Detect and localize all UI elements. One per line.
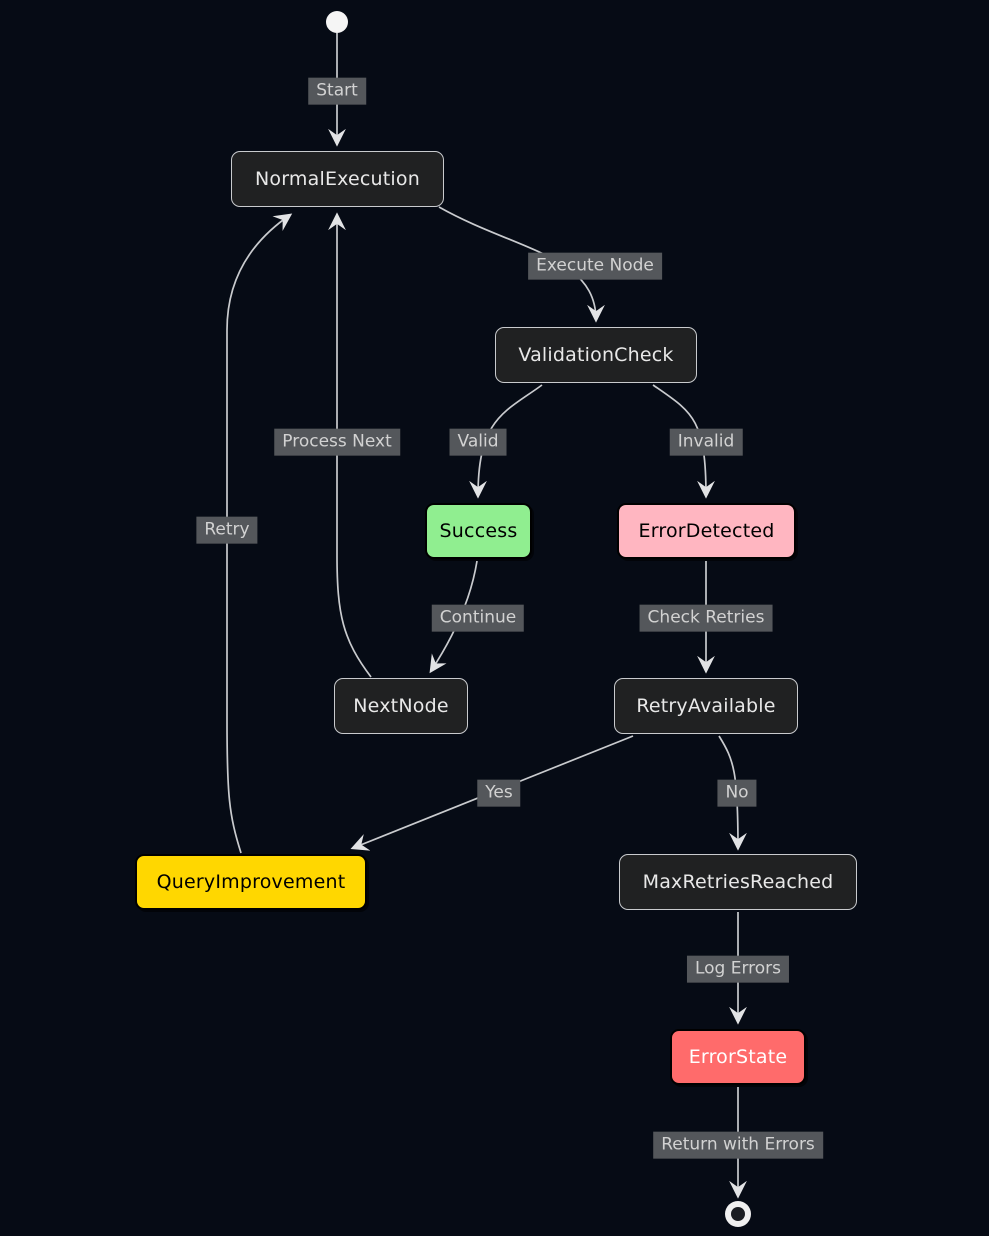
node-validation-check-label: ValidationCheck (518, 344, 674, 366)
edge-label-log-errors: Log Errors (686, 955, 790, 983)
node-query-improvement-label: QueryImprovement (156, 871, 346, 893)
edge-label-no: No (717, 779, 757, 807)
node-error-state: ErrorState (670, 1029, 806, 1085)
edge-retryavailable-to-maxretriesreached (718, 735, 747, 851)
node-validation-check: ValidationCheck (495, 327, 697, 383)
node-query-improvement: QueryImprovement (135, 854, 367, 910)
node-max-retries-reached-label: MaxRetriesReached (642, 871, 834, 893)
node-normal-execution: NormalExecution (231, 151, 444, 207)
node-error-state-label: ErrorState (688, 1046, 788, 1068)
node-error-detected-label: ErrorDetected (638, 520, 775, 542)
edge-label-execute-node: Execute Node (528, 252, 662, 280)
edge-label-return-with-errors: Return with Errors (653, 1131, 823, 1159)
node-next-node: NextNode (334, 678, 468, 734)
edge-label-process-next: Process Next (274, 428, 400, 456)
edge-label-yes: Yes (477, 779, 521, 807)
node-success-label: Success (439, 520, 518, 542)
final-state-double-circle (725, 1201, 751, 1227)
edge-validationcheck-to-errordetected (652, 384, 715, 499)
node-retry-available: RetryAvailable (614, 678, 798, 734)
edge-label-continue: Continue (431, 604, 525, 632)
node-retry-available-label: RetryAvailable (636, 695, 776, 717)
edge-nextnode-to-normalexecution (328, 212, 372, 678)
edge-label-valid: Valid (449, 428, 507, 456)
edge-validationcheck-to-success (469, 384, 543, 499)
node-success: Success (425, 503, 532, 559)
edge-label-invalid: Invalid (669, 428, 743, 456)
node-error-detected: ErrorDetected (617, 503, 796, 559)
edge-label-check-retries: Check Retries (639, 604, 773, 632)
edge-label-retry: Retry (196, 516, 258, 544)
node-normal-execution-label: NormalExecution (255, 168, 420, 190)
initial-state-dot (326, 11, 348, 33)
edge-label-start: Start (308, 77, 366, 105)
node-next-node-label: NextNode (353, 695, 449, 717)
node-max-retries-reached: MaxRetriesReached (619, 854, 857, 910)
